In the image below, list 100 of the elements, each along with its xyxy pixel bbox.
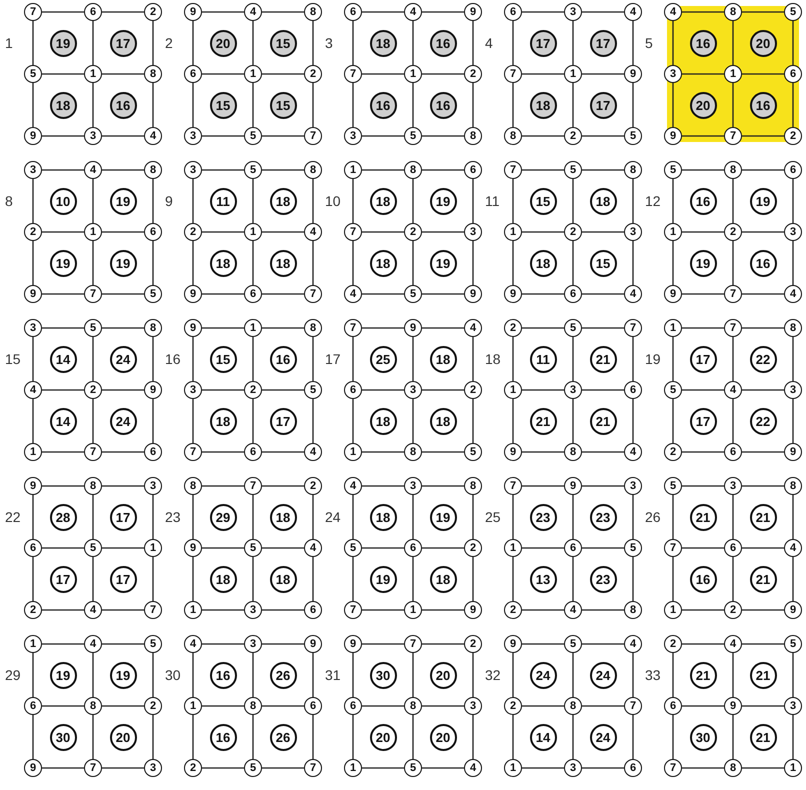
number-circle: 8 (304, 3, 322, 21)
connector-line (522, 293, 564, 295)
connector-line (422, 327, 464, 329)
number-circle: 9 (24, 477, 42, 495)
connector-line (682, 231, 724, 233)
number-circle: 9 (144, 381, 162, 399)
connector-line (572, 83, 574, 127)
number-circle: 6 (464, 161, 482, 179)
number-circle: 7 (344, 319, 362, 337)
sum-circle: 28 (50, 504, 76, 530)
number-circle: 3 (344, 127, 362, 145)
sum-circle: 14 (50, 346, 76, 372)
connector-line (262, 547, 304, 549)
connector-line (512, 715, 514, 759)
number-circle: 3 (144, 477, 162, 495)
connector-line (412, 21, 414, 65)
connector-line (792, 653, 794, 697)
connector-line (672, 337, 674, 381)
number-circle: 2 (464, 539, 482, 557)
connector-line (512, 21, 514, 65)
connector-line (732, 21, 734, 65)
number-circle: 1 (504, 759, 522, 777)
connector-line (352, 399, 354, 443)
connector-line (522, 73, 564, 75)
connector-line (262, 169, 304, 171)
connector-line (92, 557, 94, 601)
connector-line (202, 609, 244, 611)
connector-line (632, 337, 634, 381)
number-circle: 1 (664, 223, 682, 241)
number-circle: 9 (784, 443, 802, 461)
number-circle: 4 (624, 635, 642, 653)
number-circle: 8 (244, 697, 262, 715)
connector-line (92, 179, 94, 223)
grid-number: 26 (645, 509, 661, 525)
connector-line (262, 609, 304, 611)
number-circle: 8 (724, 3, 742, 21)
connector-line (582, 389, 624, 391)
connector-line (632, 715, 634, 759)
number-circle: 1 (244, 223, 262, 241)
connector-line (742, 389, 784, 391)
sum-circle: 17 (690, 346, 716, 372)
connector-line (522, 609, 564, 611)
connector-line (742, 767, 784, 769)
sum-circle: 18 (530, 92, 556, 118)
connector-line (192, 241, 194, 285)
connector-line (522, 169, 564, 171)
connector-line (102, 169, 144, 171)
number-circle: 2 (304, 65, 322, 83)
number-circle: 1 (184, 601, 202, 619)
grid-number: 22 (5, 509, 21, 525)
connector-line (422, 11, 464, 13)
number-circle: 1 (24, 443, 42, 461)
number-circle: 6 (624, 381, 642, 399)
sum-circle: 21 (750, 504, 776, 530)
number-circle: 1 (564, 65, 582, 83)
connector-line (732, 83, 734, 127)
number-circle: 4 (144, 127, 162, 145)
number-circle: 9 (184, 319, 202, 337)
sum-circle: 21 (750, 662, 776, 688)
sum-circle: 16 (370, 92, 396, 118)
number-circle: 4 (464, 759, 482, 777)
number-circle: 3 (564, 3, 582, 21)
connector-line (312, 83, 314, 127)
number-circle: 3 (564, 759, 582, 777)
connector-line (742, 169, 784, 171)
number-circle: 1 (244, 319, 262, 337)
number-circle: 1 (664, 319, 682, 337)
connector-line (422, 767, 464, 769)
number-circle: 3 (664, 65, 682, 83)
connector-line (572, 179, 574, 223)
connector-line (682, 11, 724, 13)
connector-line (732, 495, 734, 539)
number-circle: 3 (464, 223, 482, 241)
connector-line (362, 547, 404, 549)
connector-line (102, 547, 144, 549)
connector-line (152, 399, 154, 443)
number-circle: 5 (784, 3, 802, 21)
connector-line (572, 337, 574, 381)
connector-line (582, 609, 624, 611)
connector-line (252, 653, 254, 697)
number-circle: 4 (84, 601, 102, 619)
sum-circle: 19 (430, 188, 456, 214)
connector-line (362, 609, 404, 611)
number-circle: 6 (244, 285, 262, 303)
number-circle: 3 (464, 697, 482, 715)
number-circle: 3 (724, 477, 742, 495)
sum-circle: 19 (430, 504, 456, 530)
number-circle: 7 (24, 3, 42, 21)
sum-circle: 19 (110, 250, 136, 276)
connector-line (672, 557, 674, 601)
sum-circle: 18 (270, 188, 296, 214)
connector-line (262, 485, 304, 487)
connector-line (472, 399, 474, 443)
connector-line (422, 293, 464, 295)
connector-line (312, 715, 314, 759)
number-circle: 3 (404, 477, 422, 495)
number-circle: 7 (304, 127, 322, 145)
connector-line (682, 169, 724, 171)
number-circle: 4 (304, 443, 322, 461)
grid-number: 9 (165, 193, 173, 209)
